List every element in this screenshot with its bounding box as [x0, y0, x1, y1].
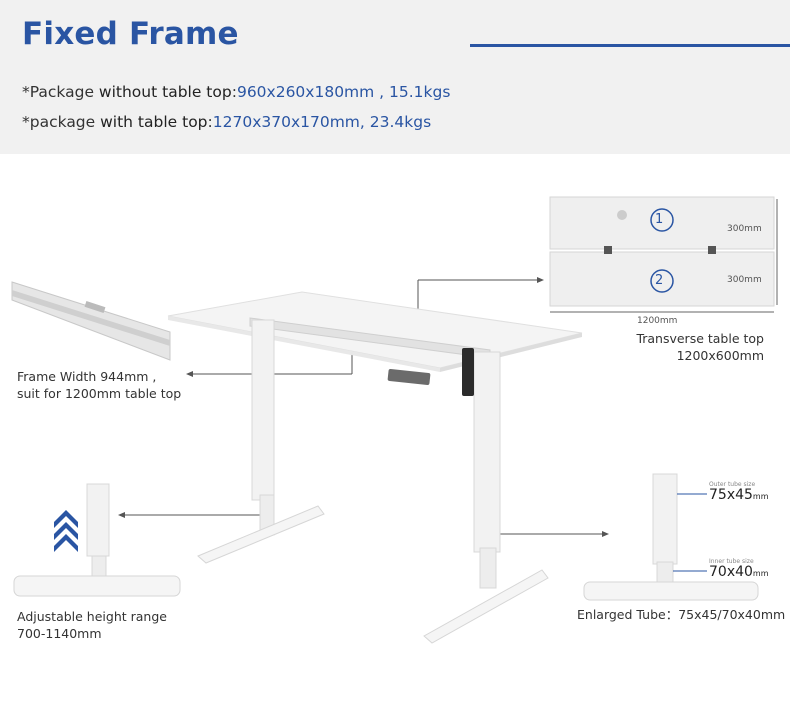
desk-image: [167, 291, 583, 644]
tabletop-line2: 1200x600mm: [676, 348, 764, 363]
tabletop-diagram: [549, 196, 778, 313]
panel1-number: 1: [655, 212, 664, 227]
panel2-number: 2: [655, 273, 664, 288]
package-spec-with-top: *package with table top:1270x370x170mm, …: [22, 113, 431, 131]
height-line1: Adjustable height range: [17, 609, 167, 624]
frame-width-callout: Frame Width 944mm , suit for 1200mm tabl…: [17, 368, 181, 402]
header-band: [0, 0, 790, 154]
tube-callout: Enlarged Tube：75x45/70x40mm: [577, 607, 786, 622]
spec2-bold: with table top: [95, 113, 208, 131]
panel2-size: 300mm: [727, 275, 762, 285]
outer-tube-unit: mm: [752, 492, 769, 501]
spec2-value: 1270x370x170mm, 23.4kgs: [212, 113, 432, 131]
frame-width-line2: suit for 1200mm table top: [17, 386, 182, 401]
inner-tube-value: 70x40mm: [709, 564, 769, 580]
package-spec-without-top: *Package without table top:960x260x180mm…: [22, 83, 450, 101]
frame-width-line1: Frame Width 944mm ,: [17, 369, 157, 384]
outer-tube-label: Outer tube size: [709, 481, 756, 488]
frame-closeup-image: [11, 281, 171, 361]
spec1-sep: :: [231, 83, 237, 101]
spec1-value: 960x260x180mm , 15.1kgs: [236, 83, 451, 101]
tabletop-callout: Transverse table top 1200x600mm: [596, 330, 764, 364]
outer-tube-value: 75x45mm: [709, 487, 769, 503]
tabletop-line1: Transverse table top: [636, 331, 764, 346]
height-line2: 700-1140mm: [17, 626, 102, 641]
inner-tube-unit: mm: [752, 569, 769, 578]
panel1-size: 300mm: [727, 224, 762, 234]
title-rule: [470, 44, 790, 47]
outer-tube-number: 75x45: [709, 487, 753, 503]
height-callout: Adjustable height range 700-1140mm: [17, 608, 167, 642]
page-title: Fixed Frame: [22, 16, 239, 52]
product-illustration: [11, 196, 778, 644]
tabletop-width: 1200mm: [637, 316, 678, 326]
spec1-prefix: *Package: [22, 83, 94, 101]
up-arrows-icon: [54, 510, 78, 552]
inner-tube-label: Inner tube size: [709, 558, 754, 565]
spec2-sep: :: [207, 113, 213, 131]
tube-closeup-image: [583, 473, 759, 601]
leg-closeup-image: [13, 483, 181, 597]
spec2-prefix: *package: [22, 113, 96, 131]
inner-tube-number: 70x40: [709, 564, 753, 580]
spec1-bold: without table top: [94, 83, 232, 101]
